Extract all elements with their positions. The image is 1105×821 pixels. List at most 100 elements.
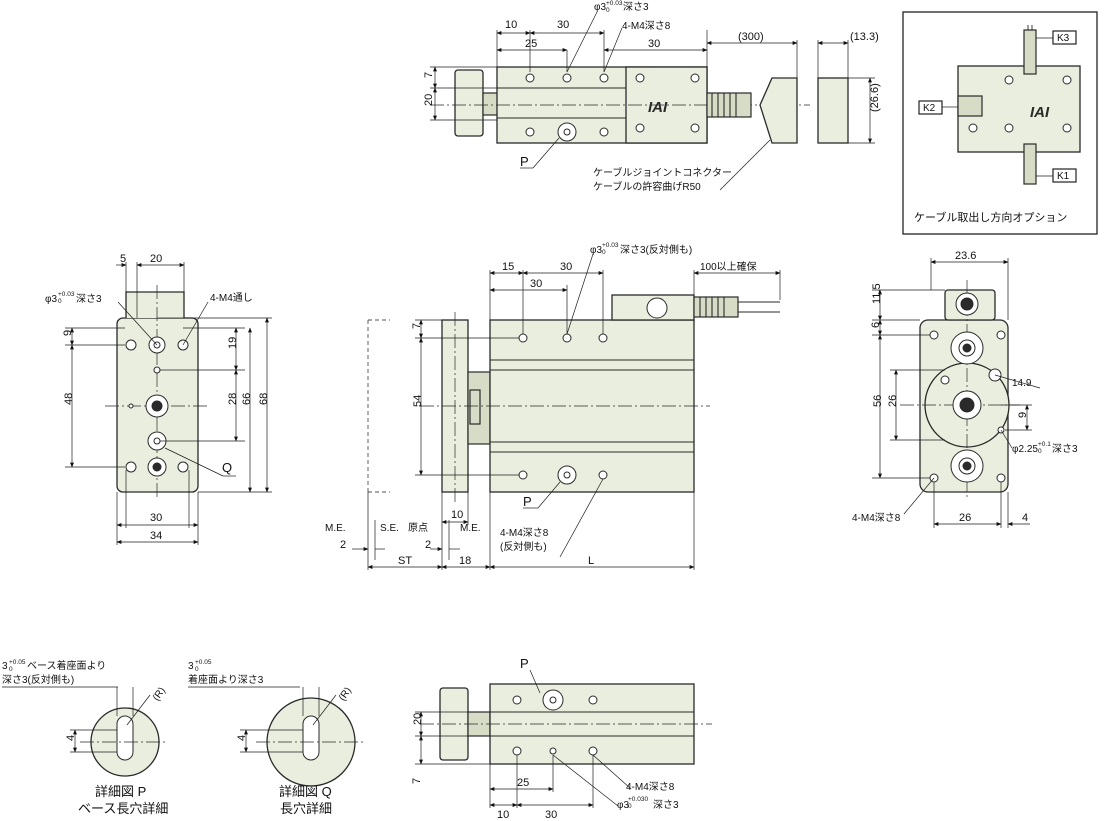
dim-text: 20	[150, 253, 162, 265]
pin-hole-depth: 深さ3	[76, 293, 102, 305]
top-view-logo: IAI	[648, 99, 668, 116]
pin-hole-label: φ3	[590, 245, 602, 256]
dim-text: 30	[648, 38, 660, 50]
tolerance-text: +0.1	[1038, 441, 1051, 448]
dim-text: 66	[241, 393, 253, 405]
dim-text: 28	[227, 393, 239, 405]
me-label: M.E.	[460, 523, 481, 534]
dim-text: 10	[451, 509, 463, 521]
dim-text: 30	[150, 512, 162, 524]
pin-hole-depth: 深さ3	[653, 799, 679, 811]
dim-text: 11.5	[871, 283, 883, 304]
dim-text: 20	[412, 713, 424, 725]
se-label: S.E.	[380, 523, 399, 534]
radius-label: (R)	[151, 685, 168, 703]
top-view-connector	[759, 77, 798, 144]
dim-text: 6	[870, 322, 882, 328]
dim-text: 20	[423, 94, 435, 106]
dim-text: 4	[1022, 512, 1028, 524]
side-view: 15 30 30 100以上確保 φ3 +0.03 0 深さ3(反対側も) 7 …	[325, 242, 781, 570]
dim-text: 4	[65, 735, 77, 741]
dim-text: 7	[411, 323, 423, 329]
dim-text: 5	[120, 253, 126, 265]
detail-p-subtitle: ベース長穴詳細	[78, 801, 168, 816]
detail-q-title: 詳細図 Q	[279, 784, 332, 799]
dim-text: 26	[887, 395, 899, 407]
dim-text: 56	[872, 395, 884, 407]
dim-text: 9	[1017, 412, 1029, 418]
dim-text: 7	[411, 778, 423, 784]
dim-text: (13.3)	[850, 31, 879, 43]
detail-note: ベース着座面より	[27, 659, 106, 672]
detail-p: 3 +0.05 0 ベース着座面より 深さ3(反対側も) 4 (R) 詳細図 P…	[2, 659, 168, 816]
tolerance-text: +0.05	[195, 659, 212, 666]
tap-label: (反対側も)	[500, 540, 547, 553]
dim-text: 48	[63, 393, 75, 405]
pin-hole-label: φ3	[45, 294, 57, 305]
detail-note: 3	[188, 661, 194, 672]
option-logo: IAI	[1030, 104, 1050, 121]
dim-text: 7	[423, 72, 435, 78]
dim-text: (300)	[738, 31, 764, 43]
pin-hole-label: φ3	[594, 2, 606, 13]
tolerance-text: 0	[58, 298, 62, 305]
bottom-view: P 20 7 4-M4深さ8 25 10 30 φ3 +0.030 0 深さ3	[411, 656, 712, 821]
dim-text: 2	[340, 539, 346, 551]
tap-label: 4-M4深さ8	[626, 781, 675, 793]
dim-text: 30	[545, 809, 557, 821]
left-end-view: 5 20 φ3 +0.03 0 深さ3 4-M4通し 9 48 19 28 66…	[45, 253, 272, 545]
tolerance-text: +0.03	[606, 0, 623, 7]
dim-text: 30	[530, 278, 542, 290]
option-k1: K1	[1057, 171, 1070, 182]
pin-hole-depth: 深さ3	[623, 1, 649, 13]
dim-text: 10	[505, 19, 517, 31]
cable-note: ケーブルジョイントコネクター	[593, 166, 732, 179]
tap-label: 4-M4深さ8	[622, 20, 671, 32]
top-view: IAI 10 30 25 30 (300) (13.3) φ3 +	[423, 0, 881, 193]
dim-text: 30	[560, 261, 572, 273]
dim-text: 10	[497, 809, 509, 821]
pin-hole-label: φ3	[617, 800, 629, 811]
dim-text: 25	[517, 777, 529, 789]
dim-text: ST	[398, 555, 412, 567]
tolerance-text: +0.03	[58, 291, 75, 298]
tolerance-text: 0	[9, 666, 13, 673]
detail-q: 3 +0.05 0 着座面より深さ3 4 (R) 詳細図 Q 長穴詳細	[188, 659, 364, 816]
cable-option-box: IAI K3 K2 K1 ケーブル取出し方向オプション	[902, 11, 1098, 235]
dim-text: 23.6	[955, 250, 976, 262]
origin-label: 原点	[408, 522, 428, 534]
dim-text: 14.9	[1012, 378, 1032, 389]
option-caption: ケーブル取出し方向オプション	[914, 210, 1067, 224]
detail-q-subtitle: 長穴詳細	[280, 801, 332, 816]
detail-note: 3	[2, 661, 8, 672]
left-end-top-block	[125, 291, 185, 318]
top-view-connector-end	[817, 77, 849, 144]
tap-label: 4-M4深さ8	[852, 512, 901, 524]
option-k2: K2	[923, 103, 936, 114]
detail-ref-p: P	[523, 494, 532, 509]
dim-text: 19	[227, 337, 239, 349]
tolerance-text: 0	[195, 666, 199, 673]
dim-text: 4	[236, 735, 248, 741]
dim-text: 2	[425, 539, 431, 551]
right-end-view: 23.6 11.5 6 56 26 14.9 9 φ2.25 +0.1 0 深さ…	[852, 250, 1078, 528]
dim-text: 34	[150, 530, 162, 542]
dim-text: 100以上確保	[700, 260, 757, 273]
tolerance-text: +0.030	[628, 796, 648, 803]
top-view-endplate	[454, 69, 484, 137]
top-view-holes	[525, 73, 700, 142]
tolerance-text: 0	[628, 803, 632, 810]
dim-text: 25	[525, 38, 537, 50]
dim-text: L	[588, 555, 594, 567]
tolerance-text: 0	[602, 249, 606, 256]
dim-text: 54	[412, 395, 424, 407]
hole-depth: 深さ3	[1052, 443, 1078, 455]
detail-note: 着座面より深さ3	[188, 673, 264, 686]
dim-text: 30	[557, 19, 569, 31]
me-label: M.E.	[325, 523, 346, 534]
detail-note: 深さ3(反対側も)	[2, 673, 74, 686]
dim-text: (26.6)	[869, 83, 881, 112]
hole-label: φ2.25	[1012, 444, 1038, 455]
dim-text: 26	[959, 512, 971, 524]
